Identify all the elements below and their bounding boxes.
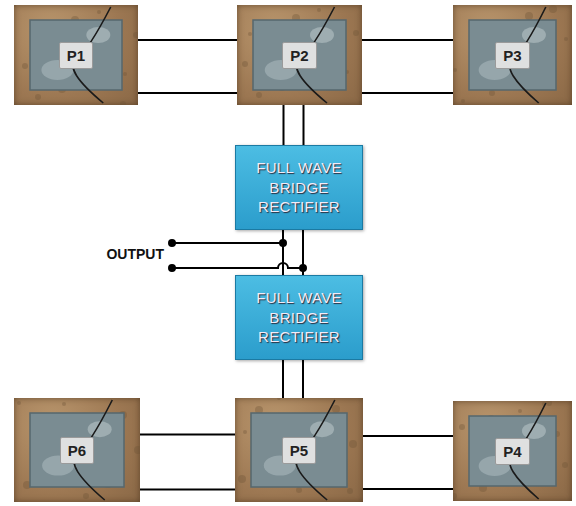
- wire-connector: [362, 40, 453, 93]
- texture-speck: [349, 440, 357, 448]
- texture-speck: [134, 446, 140, 454]
- piezo-tile: P3: [453, 5, 572, 105]
- tile-label: P6: [60, 437, 94, 464]
- texture-speck: [332, 405, 340, 413]
- texture-speck: [120, 101, 126, 105]
- piezo-disc: [469, 416, 556, 486]
- texture-speck: [564, 37, 568, 41]
- texture-speck: [248, 32, 252, 36]
- texture-speck: [14, 5, 16, 7]
- tile-label: P1: [59, 42, 93, 69]
- texture-speck: [546, 401, 552, 406]
- texture-speck: [562, 462, 568, 468]
- terminal-dot: [169, 265, 175, 271]
- texture-speck: [489, 90, 495, 96]
- tile-label: P3: [495, 42, 529, 69]
- texture-speck: [62, 402, 66, 406]
- texture-speck: [277, 398, 281, 400]
- texture-speck: [22, 63, 28, 69]
- tile-label: P5: [282, 437, 316, 464]
- tile-label: P2: [282, 42, 316, 69]
- texture-speck: [97, 10, 101, 14]
- terminal-dot: [169, 240, 175, 246]
- texture-speck: [549, 5, 557, 13]
- rectifier-label: FULL WAVE BRIDGE RECTIFIER: [244, 288, 354, 347]
- piezo-tile: P6: [14, 398, 140, 502]
- texture-speck: [133, 32, 138, 38]
- texture-speck: [83, 493, 89, 499]
- texture-speck: [453, 68, 457, 72]
- texture-speck: [461, 99, 465, 103]
- piezo-tile: P4: [453, 401, 572, 501]
- wire-connector: [283, 360, 303, 398]
- rectifier-label: FULL WAVE BRIDGE RECTIFIER: [244, 158, 354, 217]
- wire-connector: [363, 436, 453, 489]
- texture-speck: [525, 12, 533, 20]
- texture-speck: [347, 488, 353, 494]
- texture-speck: [256, 92, 262, 98]
- piezo-tile: P1: [14, 5, 138, 105]
- texture-speck: [359, 101, 362, 105]
- piezo-tile: P5: [235, 398, 363, 502]
- wire-connector: [283, 230, 303, 275]
- texture-speck: [238, 475, 246, 483]
- texture-speck: [35, 94, 41, 100]
- piezo-disc: [251, 413, 347, 487]
- texture-speck: [317, 8, 321, 12]
- texture-speck: [518, 409, 522, 413]
- output-wire: [172, 242, 283, 244]
- texture-speck: [353, 30, 359, 36]
- output-wires: [169, 240, 306, 271]
- wire-connector: [140, 434, 235, 489]
- rectifier-box: FULL WAVE BRIDGE RECTIFIER: [235, 275, 363, 360]
- texture-speck: [242, 61, 248, 67]
- texture-speck: [459, 424, 465, 430]
- texture-speck: [243, 430, 247, 434]
- rectifier-box: FULL WAVE BRIDGE RECTIFIER: [235, 145, 363, 230]
- tile-label: P4: [495, 438, 529, 465]
- piezo-disc: [30, 413, 124, 487]
- piezo-disc: [30, 20, 122, 90]
- piezo-disc: [469, 20, 556, 90]
- texture-speck: [123, 72, 127, 76]
- piezo-disc: [253, 20, 346, 90]
- texture-speck: [17, 401, 21, 405]
- piezo-tile: P2: [237, 5, 362, 105]
- wire-connector: [138, 40, 237, 93]
- wire-connector: [284, 105, 304, 145]
- texture-speck: [296, 487, 302, 493]
- texture-speck: [453, 493, 457, 499]
- output-label: OUTPUT: [106, 246, 164, 262]
